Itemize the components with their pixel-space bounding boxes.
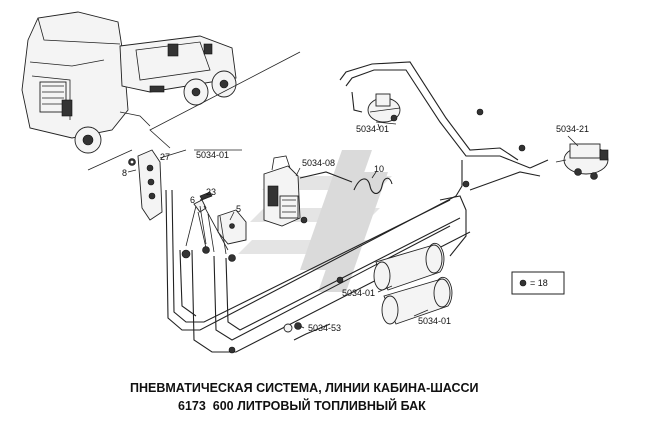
label-valve-right: 5034-21 <box>556 124 589 134</box>
legend-box: = 18 <box>511 271 565 295</box>
label-bracket-ref: 5034-01 <box>196 150 229 160</box>
legend-text: = 18 <box>530 278 548 288</box>
label-tank-upper: 5034-01 <box>342 288 375 298</box>
label-6: 6 <box>190 195 195 205</box>
label-10: 10 <box>374 164 384 174</box>
caption-line-1: ПНЕВМАТИЧЕСКАЯ СИСТЕМА, ЛИНИИ КАБИНА-ШАС… <box>130 381 479 395</box>
bracket-plate <box>128 149 163 221</box>
valve-right <box>555 143 609 180</box>
label-tank-lower: 5034-01 <box>418 316 451 326</box>
label-valve-top: 5034-01 <box>356 124 389 134</box>
truck-illustration <box>21 11 237 154</box>
leader-line <box>149 51 301 149</box>
clamp-dots <box>228 108 526 354</box>
legend-dot-icon <box>519 279 527 287</box>
label-dryer: 5034-08 <box>302 158 335 168</box>
leader-line <box>87 149 133 171</box>
coiled-hose <box>353 177 393 195</box>
label-leaders <box>127 123 579 329</box>
label-27: 27 <box>160 152 170 162</box>
valve-top <box>367 93 401 125</box>
label-23: 23 <box>206 187 216 197</box>
watermark-logo <box>238 150 392 292</box>
label-fitting: 5034-53 <box>308 323 341 333</box>
caption-line-2: 6173 600 ЛИТРОВЫЙ ТОПЛИВНЫЙ БАК <box>178 398 426 413</box>
label-5: 5 <box>236 204 241 214</box>
air-tank-lower <box>381 276 453 325</box>
label-8: 8 <box>122 168 127 178</box>
air-dryer <box>263 155 301 227</box>
fitting-5034-53 <box>283 322 302 333</box>
